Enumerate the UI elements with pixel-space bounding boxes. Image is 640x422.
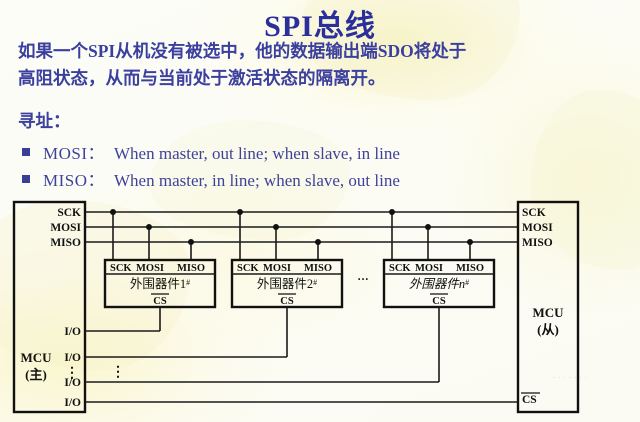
bullet-signal-miso: MISO： xyxy=(43,171,106,190)
slave-pin-sck: SCK xyxy=(522,207,546,219)
master-pin-miso: MISO xyxy=(50,237,81,249)
junction-dot-pn-mosi xyxy=(425,224,431,230)
peripheral-ellipsis: ··· xyxy=(357,274,369,286)
paragraph-line-1: 如果一个SPI从机没有被选中，他的数据输出端SDO将处于 xyxy=(18,41,467,61)
slave-mcu-role: (从) xyxy=(537,322,559,337)
master-mcu-name: MCU xyxy=(20,350,52,365)
bullet-desc-mosi: When master, out line; when slave, in li… xyxy=(114,144,400,163)
peripheral-n-cs-label: CS xyxy=(432,296,446,307)
slave-mcu-name: MCU xyxy=(532,305,564,320)
junction-dot-pn-sck xyxy=(389,209,395,215)
page-title: SPI总线 xyxy=(264,10,376,43)
spi-bus-diagram: SCK MOSI MISO 外围器件1# CS SCK MOSI MISO 外围… xyxy=(0,195,640,422)
slave-pin-miso: MISO xyxy=(522,237,553,249)
junction-dot-p2-sck xyxy=(237,209,243,215)
peripheral-n-pin-mosi: MOSI xyxy=(415,263,443,274)
bullet-item-miso: MISO： When master, in line; when slave, … xyxy=(22,166,630,191)
bullet-signal-mosi: MOSI： xyxy=(43,144,106,163)
slave-cs-label: CS xyxy=(522,394,537,406)
master-io-pin-4: I/O xyxy=(64,397,81,409)
junction-dot-pn-miso xyxy=(467,239,473,245)
junction-dot-p2-miso xyxy=(315,239,321,245)
junction-dot-p1-mosi xyxy=(146,224,152,230)
bullet-square-icon xyxy=(22,148,30,156)
master-io-ellipsis: ⋮ xyxy=(65,366,79,381)
peripheral-2-name: 外围器件2# xyxy=(257,277,317,291)
peripheral-1-name: 外围器件1# xyxy=(130,277,190,291)
paragraph-line-2: 高阻状态，从而与当前处于激活状态的隔离开。 xyxy=(18,68,386,88)
peripheral-n-name: 外围器件n# xyxy=(409,277,469,291)
junction-dot-p2-mosi xyxy=(273,224,279,230)
peripheral-2-pin-sck: SCK xyxy=(237,263,259,274)
master-io-pin-3: I/O xyxy=(64,377,81,389)
bullet-item-mosi: MOSI： When master, out line; when slave,… xyxy=(22,139,630,164)
master-io-pin-2: I/O xyxy=(64,352,81,364)
slave-mcu-box xyxy=(516,200,580,414)
peripheral-1-pin-mosi: MOSI xyxy=(136,263,164,274)
peripheral-1-pin-sck: SCK xyxy=(110,263,132,274)
master-io-pin-1: I/O xyxy=(64,326,81,338)
peripheral-2-pin-miso: MISO xyxy=(304,263,332,274)
peripheral-2-pin-mosi: MOSI xyxy=(263,263,291,274)
bullet-square-icon xyxy=(22,175,30,183)
section-label-addressing: 寻址： xyxy=(18,111,71,131)
junction-dot-p1-miso xyxy=(188,239,194,245)
peripheral-n-pin-sck: SCK xyxy=(389,263,411,274)
junction-dot-p1-sck xyxy=(110,209,116,215)
master-mcu-box xyxy=(12,200,87,414)
slave-pin-mosi: MOSI xyxy=(522,222,553,234)
cs-route-ellipsis: ⋮ xyxy=(111,365,125,380)
master-pin-sck: SCK xyxy=(57,207,81,219)
master-mcu-role: (主) xyxy=(25,367,47,382)
peripheral-2-cs-label: CS xyxy=(280,296,294,307)
peripheral-n-pin-miso: MISO xyxy=(456,263,484,274)
peripheral-1-cs-label: CS xyxy=(153,296,167,307)
master-pin-mosi: MOSI xyxy=(50,222,81,234)
bullet-desc-miso: When master, in line; when slave, out li… xyxy=(114,171,400,190)
peripheral-1-pin-miso: MISO xyxy=(177,263,205,274)
